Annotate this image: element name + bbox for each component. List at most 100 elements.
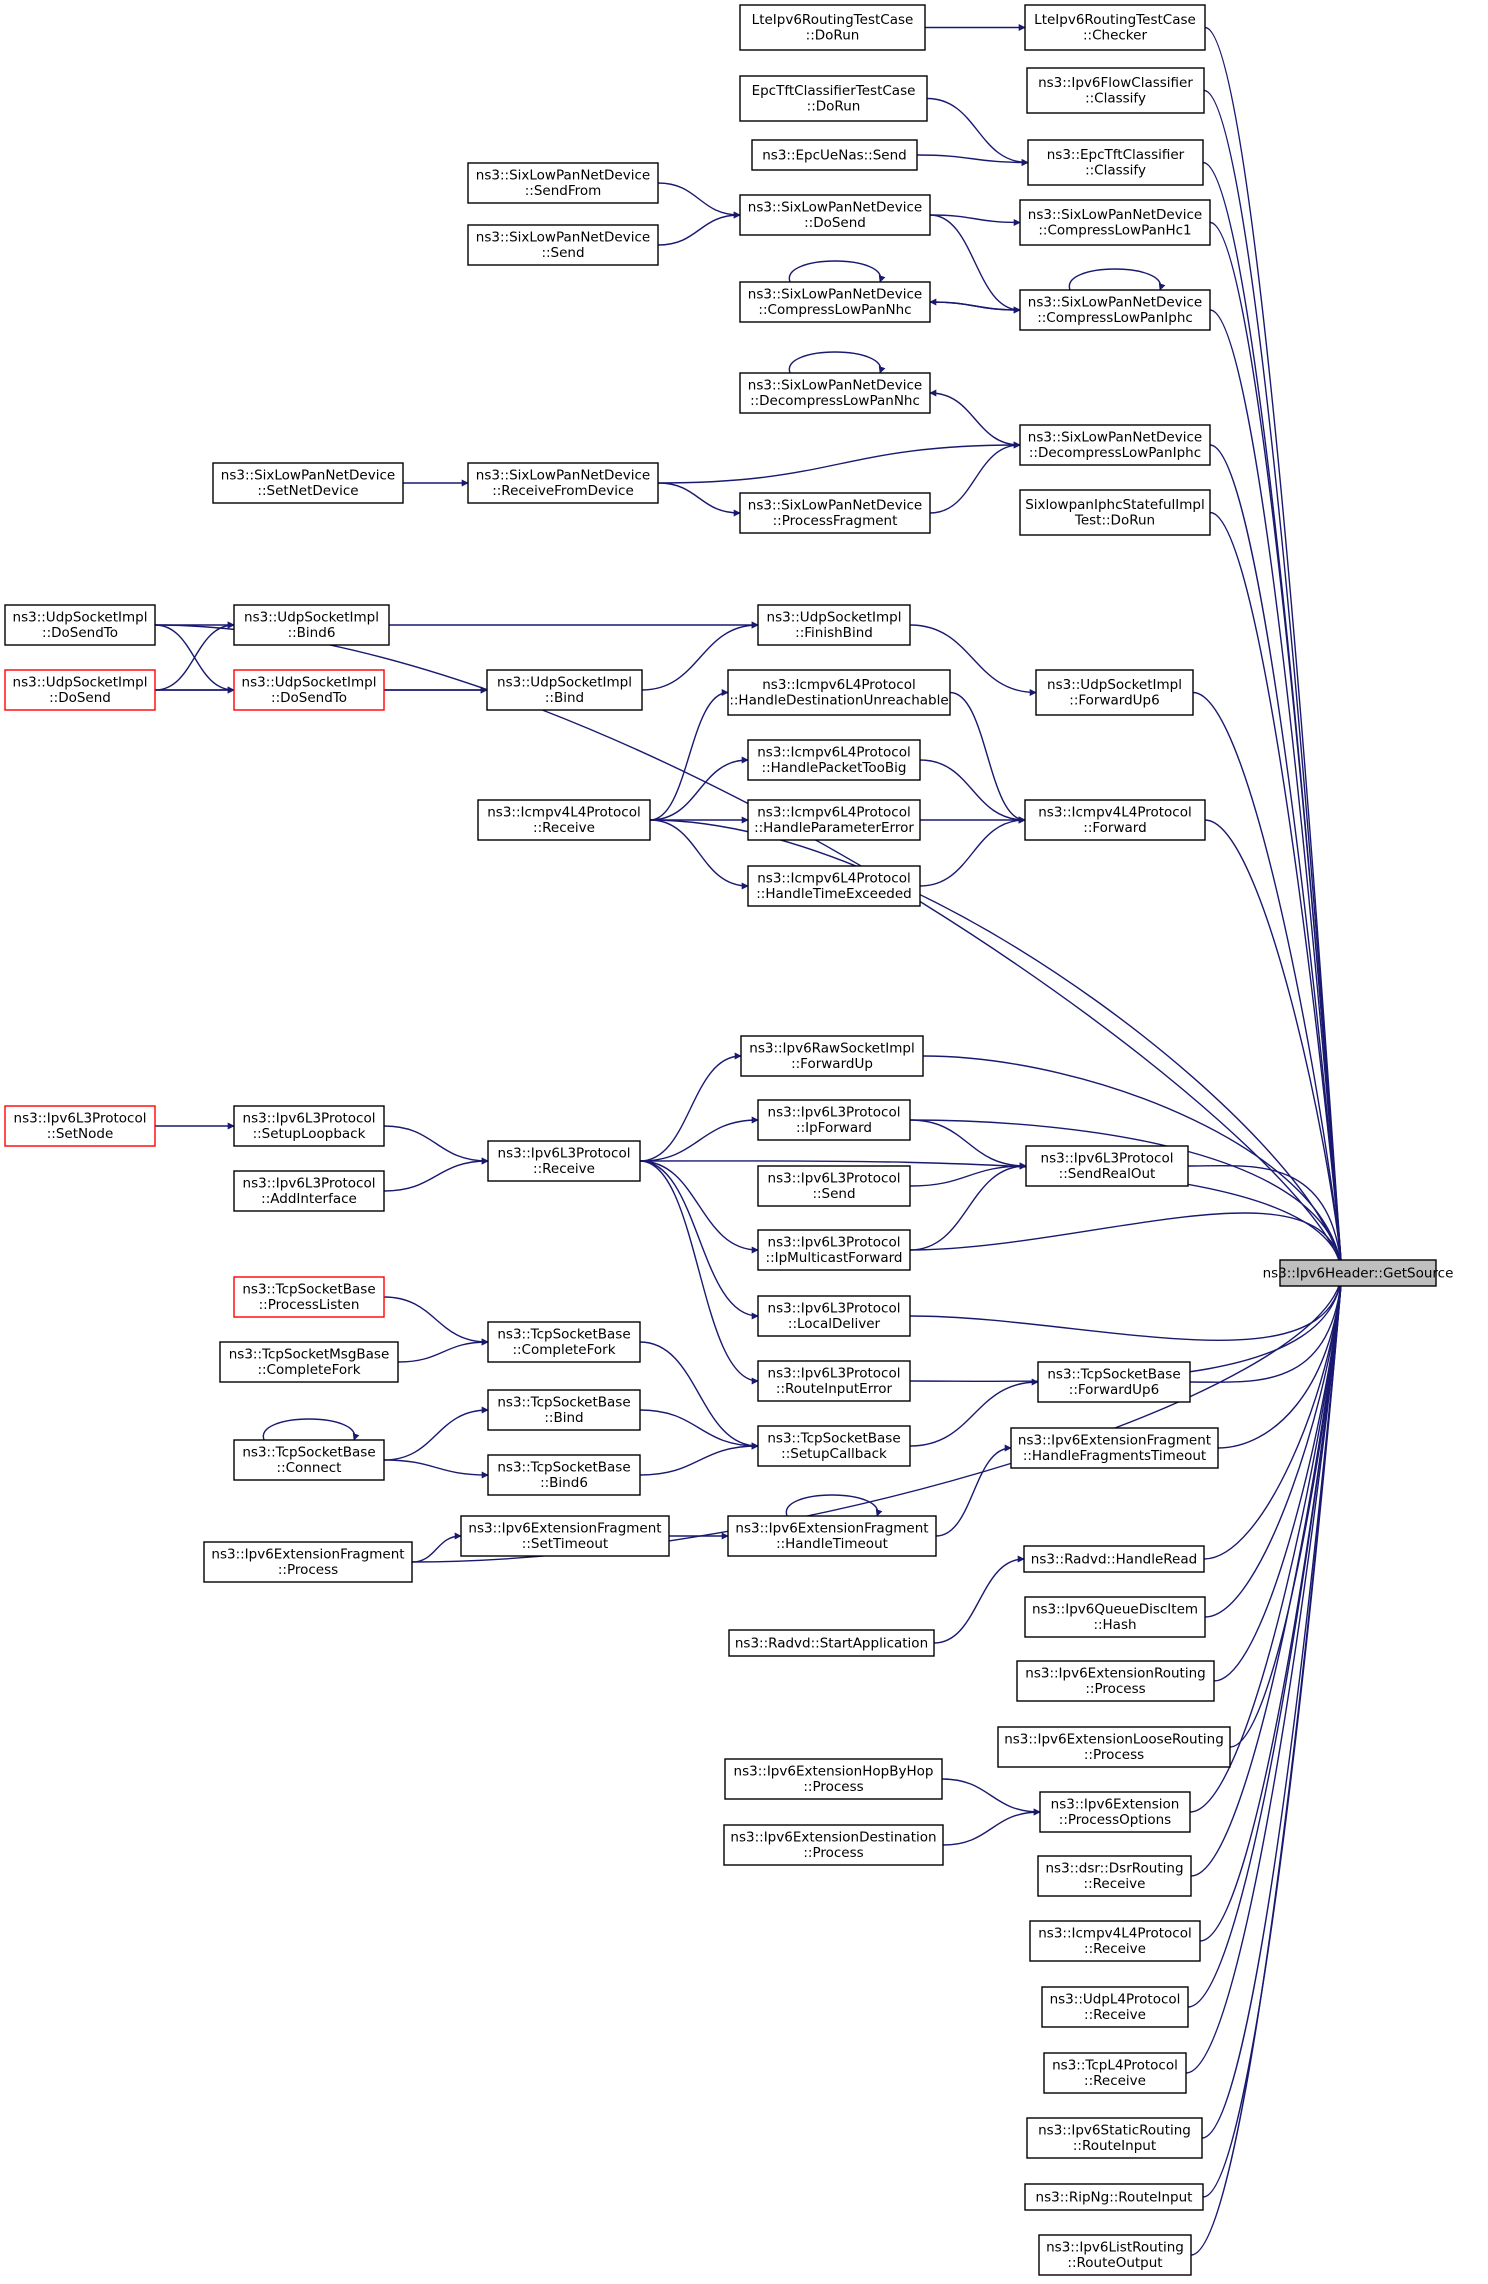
caller-node[interactable]: ns3::UdpSocketImpl::DoSendTo <box>233 669 385 711</box>
caller-node[interactable]: LteIpv6RoutingTestCase::Checker <box>1024 4 1206 51</box>
node-label: ::Receive <box>533 1161 595 1177</box>
node-label: ::Receive <box>1084 2073 1146 2089</box>
caller-node[interactable]: ns3::Ipv6Extension::ProcessOptions <box>1039 1791 1191 1833</box>
caller-node[interactable]: ns3::UdpSocketImpl::Bind6 <box>233 604 390 646</box>
call-edge <box>639 1160 759 1320</box>
caller-node[interactable]: ns3::Ipv6L3Protocol::RouteInputError <box>757 1360 911 1402</box>
caller-node[interactable]: ns3::Icmpv4L4Protocol::Forward <box>1024 799 1206 841</box>
node-label: ns3::UdpSocketImpl <box>1047 677 1182 693</box>
caller-node[interactable]: ns3::RipNg::RouteInput <box>1024 2183 1204 2211</box>
node-box <box>1010 1427 1219 1469</box>
caller-node[interactable]: ns3::UdpSocketImpl::FinishBind <box>757 604 911 646</box>
caller-node[interactable]: ns3::Icmpv6L4Protocol::HandleDestination… <box>727 669 951 716</box>
node-label: ns3::TcpSocketBase <box>1047 1367 1180 1383</box>
caller-node[interactable]: ns3::EpcUeNas::Send <box>751 139 918 171</box>
call-edge <box>657 182 741 219</box>
caller-node[interactable]: ns3::SixLowPanNetDevice::ReceiveFromDevi… <box>467 462 659 504</box>
node-box <box>739 4 926 51</box>
caller-node[interactable]: ns3::Radvd::HandleRead <box>1023 1545 1205 1573</box>
caller-node[interactable]: ns3::SixLowPanNetDevice::CompressLowPanN… <box>739 281 931 323</box>
caller-node[interactable]: ns3::Ipv6StaticRouting::RouteInput <box>1026 2117 1203 2159</box>
caller-node[interactable]: ns3::Icmpv4L4Protocol::Receive <box>1029 1920 1201 1962</box>
call-edge <box>639 1160 759 1254</box>
node-label: ::SendRealOut <box>1059 1166 1156 1182</box>
caller-node[interactable]: ns3::Ipv6L3Protocol::SetupLoopback <box>233 1105 385 1147</box>
caller-node[interactable]: ns3::SixLowPanNetDevice::DecompressLowPa… <box>1019 424 1211 466</box>
target-node[interactable]: ns3::Ipv6Header::GetSource <box>1263 1259 1454 1287</box>
caller-node[interactable]: ns3::Ipv6L3Protocol::SendRealOut <box>1025 1145 1189 1187</box>
caller-node[interactable]: ns3::Icmpv6L4Protocol::HandleTimeExceede… <box>747 865 921 907</box>
call-edge <box>639 1442 759 1476</box>
caller-node[interactable]: ns3::SixLowPanNetDevice::CompressLowPanH… <box>1019 199 1211 246</box>
caller-node[interactable]: ns3::SixLowPanNetDevice::SetNetDevice <box>212 462 404 504</box>
node-box <box>1026 67 1205 114</box>
caller-node[interactable]: ns3::Ipv6FlowClassifier::Classify <box>1026 67 1205 114</box>
caller-node[interactable]: ns3::Ipv6ExtensionHopByHop::Process <box>724 1758 943 1800</box>
caller-node[interactable]: ns3::Icmpv6L4Protocol::HandleParameterEr… <box>747 799 921 841</box>
caller-node[interactable]: ns3::TcpSocketBase::ForwardUp6 <box>1037 1361 1191 1403</box>
caller-node[interactable]: ns3::SixLowPanNetDevice::DecompressLowPa… <box>739 372 931 414</box>
caller-node[interactable]: LteIpv6RoutingTestCase::DoRun <box>739 4 926 51</box>
node-label: ns3::Ipv6L3Protocol <box>1041 1151 1174 1167</box>
caller-node[interactable]: ns3::SixLowPanNetDevice::SendFrom <box>467 162 659 204</box>
caller-node[interactable]: ns3::TcpSocketMsgBase::CompleteFork <box>219 1341 399 1383</box>
node-label: ns3::TcpSocketBase <box>497 1395 630 1411</box>
caller-node[interactable]: ns3::Ipv6QueueDiscItem::Hash <box>1024 1596 1206 1638</box>
caller-node[interactable]: ns3::Ipv6L3Protocol::IpForward <box>757 1099 911 1141</box>
caller-node[interactable]: ns3::Ipv6L3Protocol::Send <box>757 1165 911 1207</box>
node-box <box>4 1105 156 1147</box>
caller-node[interactable]: ns3::Ipv6L3Protocol::LocalDeliver <box>757 1295 911 1337</box>
node-box <box>724 1758 943 1800</box>
caller-node[interactable]: ns3::UdpSocketImpl::ForwardUp6 <box>1035 669 1194 716</box>
caller-node[interactable]: ns3::TcpL4Protocol::Receive <box>1043 2052 1187 2094</box>
node-label: ns3::EpcTftClassifier <box>1047 147 1185 163</box>
caller-node[interactable]: ns3::TcpSocketBase::Connect <box>233 1439 385 1481</box>
caller-node[interactable]: ns3::Ipv6ExtensionFragment::HandleTimeou… <box>727 1515 937 1557</box>
node-box <box>203 1541 413 1583</box>
call-edge <box>383 1157 489 1192</box>
caller-node[interactable]: ns3::Ipv6ExtensionDestination::Process <box>723 1824 944 1866</box>
caller-node[interactable]: ns3::Ipv6RawSocketImpl::ForwardUp <box>740 1035 924 1077</box>
caller-node[interactable]: ns3::Ipv6ExtensionRouting::Process <box>1016 1660 1215 1702</box>
node-box <box>739 194 931 236</box>
caller-node[interactable]: ns3::Ipv6ExtensionLooseRouting::Process <box>997 1726 1231 1768</box>
caller-node[interactable]: ns3::SixLowPanNetDevice::DoSend <box>739 194 931 236</box>
caller-node[interactable]: ns3::TcpSocketBase::SetupCallback <box>757 1425 911 1467</box>
caller-node[interactable]: ns3::UdpSocketImpl::DoSendTo <box>4 604 156 646</box>
node-label: Test::DoRun <box>1074 513 1155 529</box>
caller-node[interactable]: ns3::Ipv6L3Protocol::Receive <box>487 1140 641 1182</box>
caller-node[interactable]: ns3::UdpSocketImpl::Bind <box>486 669 643 711</box>
caller-node[interactable]: EpcTftClassifierTestCase::DoRun <box>739 75 928 122</box>
caller-node[interactable]: ns3::Ipv6ListRouting::RouteOutput <box>1038 2234 1192 2276</box>
caller-node[interactable]: ns3::Radvd::StartApplication <box>728 1629 935 1657</box>
node-label: ns3::Ipv6ExtensionFragment <box>211 1547 404 1563</box>
caller-node[interactable]: ns3::Ipv6ExtensionFragment::SetTimeout <box>460 1515 670 1557</box>
caller-node[interactable]: ns3::TcpSocketBase::Bind <box>487 1389 641 1431</box>
node-label: ::Connect <box>277 1460 342 1476</box>
node-box <box>751 139 918 171</box>
call-edge-to-target <box>1209 221 1345 1274</box>
caller-node[interactable]: ns3::Icmpv4L4Protocol::Receive <box>477 799 651 841</box>
caller-node[interactable]: ns3::Icmpv6L4Protocol::HandlePacketTooBi… <box>747 739 921 781</box>
caller-node[interactable]: ns3::SixLowPanNetDevice::CompressLowPanI… <box>1019 289 1211 331</box>
caller-node[interactable]: ns3::TcpSocketBase::Bind6 <box>487 1454 641 1496</box>
caller-node[interactable]: ns3::TcpSocketBase::CompleteFork <box>487 1321 641 1363</box>
caller-node[interactable]: ns3::Ipv6L3Protocol::SetNode <box>4 1105 156 1147</box>
caller-node[interactable]: ns3::Ipv6ExtensionFragment::Process <box>203 1541 413 1583</box>
caller-node[interactable]: ns3::UdpSocketImpl::DoSend <box>4 669 156 711</box>
node-label: ::RouteOutput <box>1067 2255 1162 2271</box>
caller-node[interactable]: ns3::EpcTftClassifier::Classify <box>1027 139 1204 186</box>
caller-node[interactable]: ns3::TcpSocketBase::ProcessListen <box>233 1276 385 1318</box>
node-box <box>1279 1259 1437 1287</box>
caller-node[interactable]: ns3::Ipv6L3Protocol::IpMulticastForward <box>757 1229 911 1271</box>
caller-node[interactable]: ns3::Ipv6L3Protocol::AddInterface <box>233 1170 385 1212</box>
caller-node[interactable]: ns3::SixLowPanNetDevice::ProcessFragment <box>739 492 931 534</box>
caller-node[interactable]: ns3::UdpL4Protocol::Receive <box>1041 1986 1189 2028</box>
caller-node[interactable]: ns3::SixLowPanNetDevice::Send <box>467 224 659 266</box>
node-label: ns3::Ipv6ExtensionFragment <box>468 1521 661 1537</box>
node-label: ::HandleTimeExceeded <box>756 886 912 902</box>
node-label: ns3::Ipv6ExtensionLooseRouting <box>1004 1732 1224 1748</box>
caller-node[interactable]: ns3::dsr::DsrRouting::Receive <box>1037 1855 1192 1897</box>
caller-node[interactable]: ns3::Ipv6ExtensionFragment::HandleFragme… <box>1010 1427 1219 1469</box>
